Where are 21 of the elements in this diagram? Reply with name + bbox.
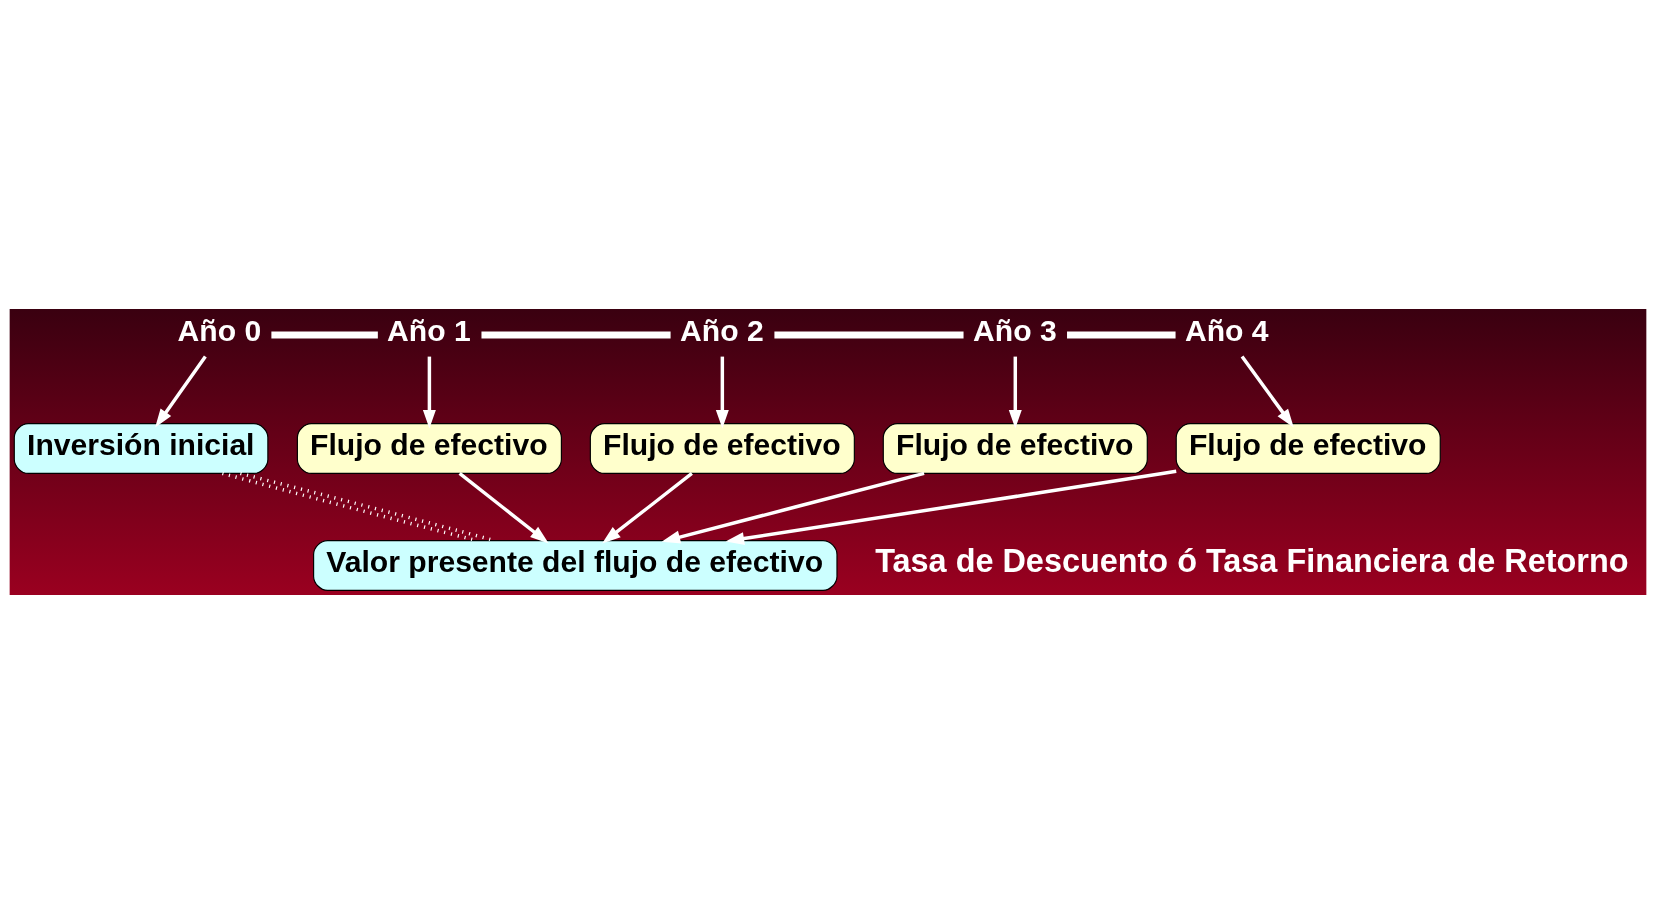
arrow	[661, 471, 925, 544]
node-text: Año 3	[973, 314, 1057, 348]
node-box: Flujo de efectivo	[296, 423, 562, 474]
node-box: Flujo de efectivo	[882, 423, 1148, 474]
node-text: Año 4	[1184, 314, 1269, 348]
arrow	[1240, 355, 1294, 428]
node-text: Año 0	[177, 314, 262, 348]
node-text: Año 2	[680, 314, 764, 348]
node-box: Flujo de efectivo	[1175, 423, 1441, 474]
label: Tasa de Descuento ó Tasa Financiera de Retorno	[875, 543, 1629, 580]
arrow	[725, 469, 1177, 545]
arrow	[715, 356, 729, 429]
arrow	[155, 355, 207, 428]
node-box: Inversión inicial	[13, 423, 269, 474]
arrow	[1008, 356, 1022, 429]
node-box: Valor presente del flujo de efectivo	[313, 540, 838, 591]
arrow	[458, 472, 549, 544]
arrow	[422, 356, 436, 429]
node-text: Año 1	[387, 314, 471, 348]
arrow	[602, 472, 693, 544]
node-box: Flujo de efectivo	[589, 423, 855, 474]
